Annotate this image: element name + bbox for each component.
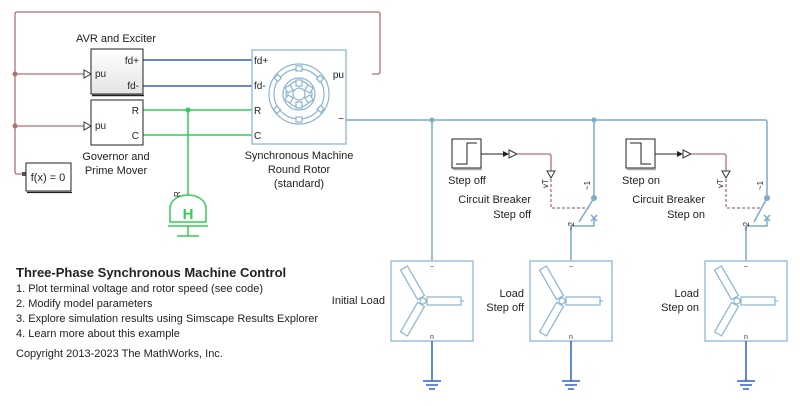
breaker-on-port-vt: vT	[716, 179, 725, 188]
governor-block[interactable]: pu R C Governor and Prime Mover	[82, 99, 150, 177]
gov-title-2: Prime Mover	[85, 165, 148, 177]
synchronous-machine-block[interactable]: fd+ fd- R C pu ~	[245, 49, 354, 190]
ground-icon	[736, 340, 756, 390]
link-results-explorer[interactable]: 3. Explore simulation results using Sims…	[16, 313, 319, 325]
field-wires	[143, 59, 252, 87]
ac-bus-wires	[346, 119, 768, 261]
avr-port-fd-minus: fd-	[127, 81, 139, 92]
model-info-annotation: Three-Phase Synchronous Machine Control …	[16, 265, 318, 362]
sm-port-c: C	[254, 131, 261, 142]
step-on-label: Step on	[622, 175, 660, 187]
load-on-label-1: Load	[675, 288, 699, 300]
avr-exciter-block[interactable]: AVR and Exciter pu fd+ fd-	[76, 33, 156, 97]
branch-dot	[12, 71, 18, 77]
breaker-off-port-1: ~1	[583, 180, 592, 190]
gov-title-1: Governor and	[82, 151, 149, 163]
input-arrow-icon	[83, 121, 93, 131]
sm-port-r: R	[254, 106, 261, 117]
load-off-label-2: Step off	[486, 302, 525, 314]
solver-label: f(x) = 0	[31, 172, 66, 184]
pu-feedback-wires	[14, 11, 381, 175]
ground-icon	[561, 340, 581, 390]
copyright-text: Copyright 2013-2023 The MathWorks, Inc.	[16, 348, 223, 360]
breaker-off-port-2: ~2	[567, 221, 576, 231]
hydro-port-r: R	[173, 191, 182, 197]
branch-dot	[12, 123, 18, 129]
branch-dot	[185, 107, 191, 113]
avr-title: AVR and Exciter	[76, 33, 156, 45]
port-square	[22, 172, 26, 176]
sm-port-pu: pu	[333, 70, 344, 81]
link-learn-more[interactable]: 4. Learn more about this example	[16, 328, 180, 340]
breaker-on-port-2: ~2	[742, 221, 751, 231]
model-title: Three-Phase Synchronous Machine Control	[16, 265, 287, 280]
mechanical-wires	[143, 109, 252, 195]
step-on-block[interactable]: Step on	[622, 138, 660, 187]
hydro-h-icon: H	[183, 206, 194, 223]
breaker-off-title-2: Step off	[493, 209, 532, 221]
sm-title-1: Synchronous Machine	[245, 150, 354, 162]
initial-load-label: Initial Load	[332, 295, 385, 307]
circuit-breaker-step-on[interactable]: vT ~1 ~2 Circuit Breaker Step on	[632, 179, 771, 231]
load-step-on-block[interactable]: Load Step on	[661, 260, 788, 342]
sm-port-ac: ~	[338, 114, 344, 125]
input-arrow-icon	[83, 69, 93, 79]
sm-title-3: (standard)	[274, 178, 324, 190]
branch-dot	[429, 117, 435, 123]
avr-port-pu: pu	[95, 69, 106, 80]
step-off-signal	[481, 149, 589, 209]
link-plot-results[interactable]: 1. Plot terminal voltage and rotor speed…	[16, 283, 264, 295]
sm-title-2: Round Rotor	[268, 164, 331, 176]
link-modify-parameters[interactable]: 2. Modify model parameters	[16, 298, 153, 310]
initial-load-block[interactable]: Initial Load	[332, 260, 474, 342]
ground-icon	[422, 340, 442, 390]
load-step-off-block[interactable]: Load Step off	[486, 260, 613, 342]
hydraulic-reference-block[interactable]: H R	[168, 191, 208, 237]
breaker-on-title-1: Circuit Breaker	[632, 194, 705, 206]
solver-configuration-block[interactable]: f(x) = 0	[25, 162, 72, 194]
breaker-on-title-2: Step on	[667, 209, 705, 221]
step-off-block[interactable]: Step off	[448, 138, 487, 187]
sm-port-fd-plus: fd+	[254, 56, 268, 67]
step-on-signal	[655, 149, 762, 209]
circuit-breaker-step-off[interactable]: vT ~1 ~2 Circuit Breaker Step off	[458, 179, 598, 231]
gov-port-r: R	[132, 106, 139, 117]
sm-port-fd-minus: fd-	[254, 81, 266, 92]
branch-dot	[591, 117, 597, 123]
breaker-on-port-1: ~1	[756, 180, 765, 190]
load-off-label-1: Load	[500, 288, 524, 300]
breaker-off-title-1: Circuit Breaker	[458, 194, 531, 206]
step-off-label: Step off	[448, 175, 487, 187]
gov-port-c: C	[132, 131, 139, 142]
machine-rotor-icon	[268, 63, 330, 125]
load-on-label-2: Step on	[661, 302, 699, 314]
breaker-off-port-vt: vT	[541, 179, 550, 188]
gov-port-pu: pu	[95, 121, 106, 132]
avr-port-fd-plus: fd+	[125, 56, 139, 67]
